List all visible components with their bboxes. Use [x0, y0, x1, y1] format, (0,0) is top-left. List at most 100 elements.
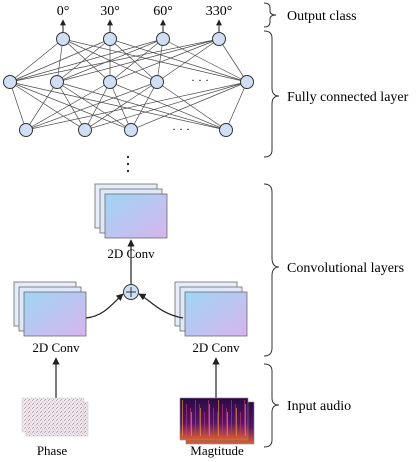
- fc-edge: [156, 38, 164, 83]
- fc-edge: [218, 38, 248, 83]
- spectrogram-stripe: [218, 400, 219, 436]
- spectrogram-stripe: [240, 412, 241, 436]
- input-node: [124, 123, 138, 137]
- bracket-input: [263, 363, 280, 448]
- fc-edge: [9, 38, 64, 83]
- fc-edge: [9, 38, 220, 83]
- bracket-label-input: Input audio: [287, 399, 351, 414]
- spectrogram-stripe: [235, 404, 236, 436]
- spectrogram-stripe: [186, 404, 187, 436]
- input-node: [78, 123, 92, 137]
- fc-edge: [25, 81, 111, 131]
- fc-edge: [25, 81, 248, 131]
- input-node: [219, 123, 233, 137]
- spectrogram-stripe: [204, 412, 205, 436]
- conv-arrows: [52, 239, 220, 398]
- fc-edge: [109, 81, 227, 131]
- output-class-label: 330°: [206, 4, 233, 19]
- output-class-label: 60°: [153, 4, 173, 19]
- fc-edge: [56, 38, 220, 83]
- bracket-conv: [263, 183, 280, 357]
- conv-block-top: [94, 183, 168, 239]
- fc-edge: [9, 81, 86, 131]
- hidden-layer-ellipsis: · · ·: [191, 73, 209, 87]
- spectrogram-stripe: [217, 412, 218, 436]
- spectrogram-stripe: [245, 404, 246, 436]
- spectrogram-stripe: [222, 404, 223, 436]
- hidden-node: [50, 75, 64, 89]
- fc-edge: [9, 81, 27, 131]
- fc-edge: [62, 38, 158, 83]
- spectrogram-stripe: [199, 404, 200, 436]
- output-class-label: 30°: [100, 4, 120, 19]
- fc-edge: [109, 38, 248, 83]
- fc-edge: [109, 81, 132, 131]
- spectrogram-stripe: [244, 400, 245, 436]
- fc-edge: [25, 81, 158, 131]
- spectrogram-stripe: [236, 408, 237, 436]
- fc-edge: [109, 38, 220, 83]
- spectrogram-stripe: [182, 400, 183, 436]
- fc-edge: [130, 81, 158, 131]
- output-node: [156, 32, 170, 46]
- spectrogram-stripe: [209, 404, 210, 436]
- hidden-node: [103, 75, 117, 89]
- fc-edge: [156, 81, 227, 131]
- fc-edge: [9, 81, 227, 131]
- fc-edge: [25, 81, 58, 131]
- conv-label-left: 2D Conv: [32, 340, 80, 355]
- input-node: [19, 123, 33, 137]
- spectrogram-stripe: [227, 412, 228, 436]
- output-class-label: 0°: [57, 4, 70, 19]
- fc-edge: [9, 81, 132, 131]
- fc-edge: [156, 38, 220, 83]
- spectrogram-stripe: [208, 400, 209, 436]
- fc-edge: [84, 81, 111, 131]
- phase-input-image: [21, 397, 89, 437]
- fc-edge: [162, 38, 248, 83]
- fc-edge: [56, 38, 111, 83]
- spectrogram-stripe: [231, 400, 232, 436]
- hidden-node: [240, 75, 254, 89]
- bracket-output: [263, 2, 277, 28]
- spectrogram-stripe: [226, 408, 227, 436]
- magnitude-input-image: [179, 397, 255, 445]
- bracket-label-conv: Convolutional layers: [287, 261, 404, 276]
- fc-edge: [130, 81, 248, 131]
- fc-edge: [62, 38, 248, 83]
- hidden-node: [150, 75, 164, 89]
- bracket-fc: [263, 30, 280, 158]
- fc-edge: [62, 38, 111, 83]
- fc-edge: [56, 81, 132, 131]
- spectrogram-stripe: [213, 408, 214, 436]
- fc-edge: [109, 38, 158, 83]
- magnitude-input-label: Magtitude: [190, 443, 244, 458]
- spectrogram-stripe: [200, 408, 201, 436]
- arrow-right-conv-to-sum: [138, 293, 184, 319]
- fc-edge: [225, 81, 248, 131]
- bracket-label-fc: Fully connected layer: [287, 90, 409, 105]
- fully-connected-network: [3, 19, 254, 137]
- conv-label-right: 2D Conv: [192, 340, 240, 355]
- conv-block-left: [13, 281, 87, 337]
- fc-edge: [56, 81, 227, 131]
- output-node: [103, 32, 117, 46]
- output-node: [56, 32, 70, 46]
- spectrogram-stripe: [195, 400, 196, 436]
- output-node: [212, 32, 226, 46]
- fc-edge: [109, 38, 164, 83]
- sum-node: [123, 284, 139, 300]
- spectrogram-stripe: [191, 412, 192, 436]
- fc-edge: [56, 38, 64, 83]
- fc-edge: [84, 81, 248, 131]
- phase-input-label: Phase: [37, 443, 68, 458]
- conv-block-right: [174, 281, 248, 337]
- vertical-ellipsis: [126, 155, 130, 173]
- spectrogram-stripe: [190, 408, 191, 436]
- brackets: [263, 2, 280, 448]
- output-class-labels: 0° 30° 60° 330°: [57, 4, 233, 19]
- fc-edge: [84, 81, 158, 131]
- bracket-label-output: Output class: [287, 9, 357, 24]
- input-layer-ellipsis: · · ·: [172, 122, 190, 136]
